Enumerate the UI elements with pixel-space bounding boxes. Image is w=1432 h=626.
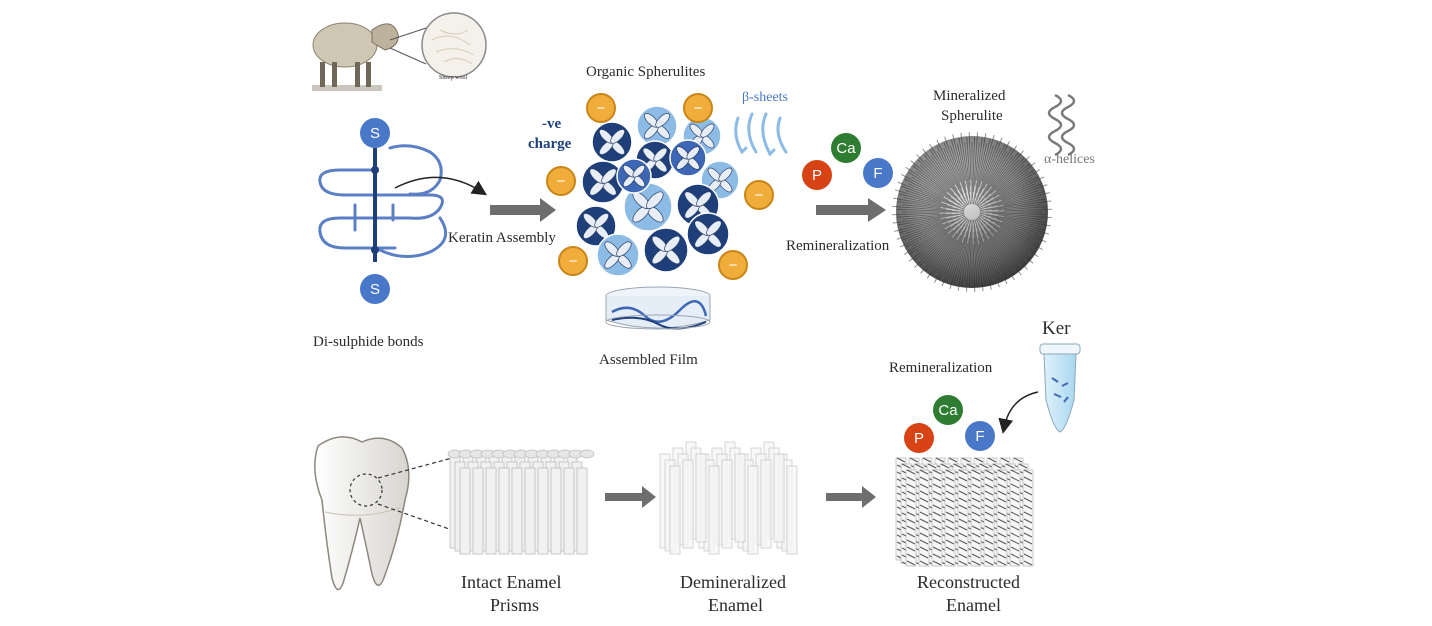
sulphur-ion-top: S bbox=[360, 118, 390, 148]
spherulite-bead bbox=[616, 158, 652, 194]
reconstructed-label-line1: Reconstructed bbox=[917, 572, 1020, 592]
fluoride-ion-bottom: F bbox=[965, 421, 995, 451]
zoom-line bbox=[377, 457, 453, 479]
spherulite-bead bbox=[669, 139, 707, 177]
keratin-chain bbox=[318, 144, 448, 258]
spherulite-bead bbox=[596, 233, 640, 277]
negative-charge-bead: − bbox=[744, 180, 774, 210]
ker-label: Ker bbox=[1042, 318, 1071, 339]
zoom-line bbox=[377, 503, 453, 531]
organic-spherulites-label: Organic Spherulites bbox=[586, 64, 706, 80]
remineralization-top-label: Remineralization bbox=[786, 238, 890, 254]
organic-spherulites-cluster bbox=[575, 105, 740, 277]
intact-enamel-label-line2: Prisms bbox=[490, 595, 540, 615]
demineralized-label-line2: Enamel bbox=[708, 595, 763, 615]
reconstructed-label-line2: Enamel bbox=[946, 595, 1001, 615]
sheep-wool-label: Sheep wool bbox=[439, 75, 468, 81]
mineralized-label-line2: Spherulite bbox=[941, 108, 1003, 124]
spherulite-bead bbox=[581, 160, 625, 204]
spherulite-bead bbox=[591, 121, 633, 163]
eppendorf-tube-icon bbox=[1039, 343, 1081, 433]
mineralized-label-line1: Mineralized bbox=[933, 88, 1006, 104]
remineralization-bottom-label: Remineralization bbox=[889, 360, 993, 376]
reconstructed-enamel bbox=[895, 457, 1034, 567]
negative-charge-bead: − bbox=[586, 93, 616, 123]
charge-label-line1: -ve bbox=[542, 116, 562, 132]
petri-dish-icon bbox=[605, 286, 711, 330]
phosphate-ion-top: P bbox=[802, 160, 832, 190]
sheep-icon bbox=[312, 22, 399, 91]
disulphide-bonds-label: Di-sulphide bonds bbox=[313, 334, 424, 350]
spherulite-bead bbox=[636, 105, 678, 147]
mineralized-spherulite bbox=[892, 132, 1052, 292]
charge-label-line2: charge bbox=[528, 136, 572, 152]
wool-magnifier-icon bbox=[421, 12, 487, 78]
spherulite-bead bbox=[575, 205, 617, 247]
intact-enamel-prisms bbox=[447, 449, 595, 555]
negative-charge-bead: − bbox=[683, 93, 713, 123]
curved-arrow bbox=[998, 391, 1039, 434]
beta-sheets-label: β-sheets bbox=[742, 90, 788, 105]
sulphur-ion-bottom: S bbox=[360, 274, 390, 304]
demineralized-label-line1: Demineralized bbox=[680, 572, 786, 592]
tooth-icon bbox=[314, 436, 410, 591]
calcium-ion-bottom: Ca bbox=[933, 395, 963, 425]
negative-charge-bead: − bbox=[718, 250, 748, 280]
fluoride-ion-top: F bbox=[863, 158, 893, 188]
alpha-helix-icon bbox=[1047, 93, 1076, 157]
zoom-line bbox=[389, 27, 427, 41]
intact-enamel-label-line1: Intact Enamel bbox=[461, 572, 562, 592]
phosphate-ion-bottom: P bbox=[904, 423, 934, 453]
assembled-film-label: Assembled Film bbox=[599, 352, 698, 368]
negative-charge-bead: − bbox=[558, 246, 588, 276]
spherulite-bead bbox=[643, 227, 689, 273]
zoom-line bbox=[389, 47, 427, 65]
demineralized-enamel bbox=[659, 441, 798, 555]
alpha-helices-label: α-helices bbox=[1044, 152, 1095, 167]
keratin-assembly-label: Keratin Assembly bbox=[448, 230, 556, 246]
curved-arrow bbox=[394, 176, 488, 196]
beta-sheet-icon bbox=[734, 112, 788, 157]
process-arrows bbox=[490, 198, 886, 508]
spherulite-bead bbox=[686, 212, 730, 256]
negative-charge-bead: − bbox=[546, 166, 576, 196]
calcium-ion-top: Ca bbox=[831, 133, 861, 163]
